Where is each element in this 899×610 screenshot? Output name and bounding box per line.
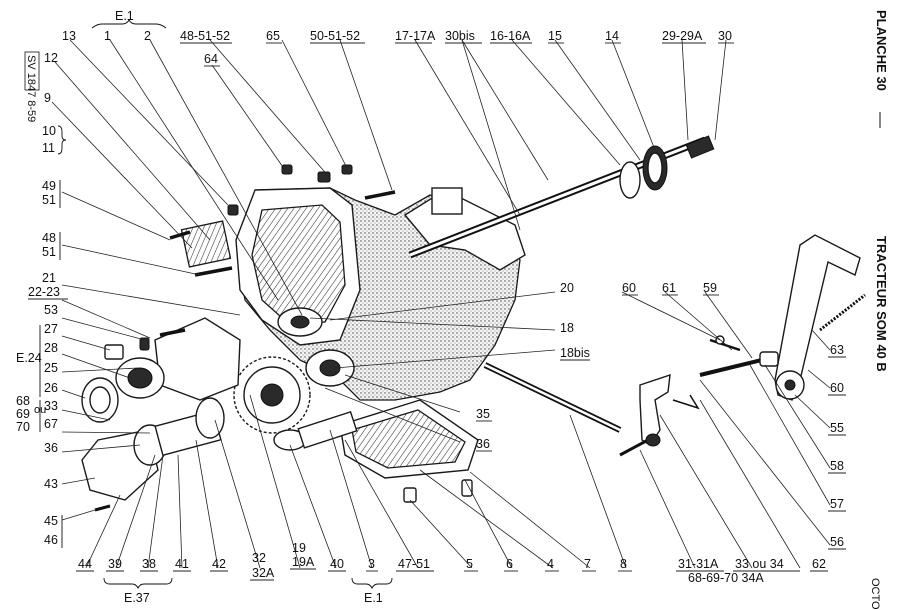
label-30bis: 30bis — [445, 29, 475, 43]
label-33-ou-34: 33 ou 34 — [735, 557, 784, 571]
label-31-31a: 31-31A — [678, 557, 719, 571]
label-67: 67 — [44, 417, 58, 431]
label-70: 70 — [16, 420, 30, 434]
label-6: 6 — [506, 557, 513, 571]
label-14: 14 — [605, 29, 619, 43]
label-7: 7 — [584, 557, 591, 571]
sheet-subtitle: TRACTEUR SOM 40 B — [874, 236, 889, 372]
label-13: 13 — [62, 29, 76, 43]
label-32a: 32A — [252, 566, 275, 580]
label-45: 45 — [44, 514, 58, 528]
label-44: 44 — [78, 557, 92, 571]
left-side-assembly — [81, 220, 241, 501]
label-30: 30 — [718, 29, 732, 43]
label-25: 25 — [44, 361, 58, 375]
label-41: 41 — [175, 557, 189, 571]
sheet-corner-text: OCTO 1re E — [869, 578, 881, 610]
sheet-title: PLANCHE 30 — [874, 10, 889, 91]
label-21: 21 — [42, 271, 56, 285]
label-55: 55 — [830, 421, 844, 435]
label-32: 32 — [252, 551, 266, 565]
part-labels: E.1 1 2 13 12 9 10 11 49 51 48 51 21 22-… — [16, 9, 846, 605]
label-e37: E.37 — [124, 591, 150, 605]
label-8: 8 — [620, 557, 627, 571]
label-1: 1 — [104, 29, 111, 43]
bolts-and-fasteners — [94, 164, 473, 512]
pedal-assembly — [619, 234, 866, 457]
label-51b: 51 — [42, 245, 56, 259]
label-e24: E.24 — [16, 351, 42, 365]
label-43: 43 — [44, 477, 58, 491]
label-3: 3 — [368, 557, 375, 571]
label-27: 27 — [44, 322, 58, 336]
label-48-51-52: 48-51-52 — [180, 29, 230, 43]
gear-assembly — [233, 356, 358, 451]
label-61: 61 — [662, 281, 676, 295]
label-39: 39 — [108, 557, 122, 571]
label-56: 56 — [830, 535, 844, 549]
label-16-16a: 16-16A — [490, 29, 531, 43]
label-18bis: 18bis — [560, 346, 590, 360]
label-69: 69 — [16, 407, 30, 421]
sheet-stamp-text: SV 1847 8-59 — [25, 55, 37, 122]
label-28: 28 — [44, 341, 58, 355]
label-9: 9 — [44, 91, 51, 105]
sheet-stamp: SV 1847 8-59 — [24, 51, 40, 122]
label-2: 2 — [144, 29, 151, 43]
label-4: 4 — [547, 557, 554, 571]
leader-lines — [51, 39, 831, 569]
label-20: 20 — [560, 281, 574, 295]
label-19a: 19A — [292, 555, 315, 569]
label-e1-top: E.1 — [115, 9, 134, 23]
label-62: 62 — [812, 557, 826, 571]
shift-rod — [483, 362, 622, 433]
label-65: 65 — [266, 29, 280, 43]
label-47-51: 47-51 — [398, 557, 430, 571]
label-46: 46 — [44, 533, 58, 547]
label-18: 18 — [560, 321, 574, 335]
label-59: 59 — [703, 281, 717, 295]
label-5: 5 — [466, 557, 473, 571]
label-10: 10 — [42, 124, 56, 138]
label-64: 64 — [204, 52, 218, 66]
sheet-corner: OCTO 1re E — [869, 578, 881, 610]
label-22-23: 22-23 — [28, 285, 60, 299]
label-48: 48 — [42, 231, 56, 245]
label-38: 38 — [142, 557, 156, 571]
label-36-right: 36 — [476, 437, 490, 451]
sheet-title-text: PLANCHE 30 — [874, 10, 889, 91]
label-15: 15 — [548, 29, 562, 43]
label-11: 11 — [42, 141, 55, 155]
main-shaft — [408, 135, 715, 259]
label-60-top: 60 — [622, 281, 636, 295]
label-35: 35 — [476, 407, 490, 421]
label-68: 68 — [16, 394, 30, 408]
label-e1-bottom: E.1 — [364, 591, 383, 605]
label-40: 40 — [330, 557, 344, 571]
label-51a: 51 — [42, 193, 56, 207]
label-17-17a: 17-17A — [395, 29, 436, 43]
label-58: 58 — [830, 459, 844, 473]
label-29-29a: 29-29A — [662, 29, 703, 43]
label-60-right: 60 — [830, 381, 844, 395]
label-49: 49 — [42, 179, 56, 193]
label-12: 12 — [44, 51, 58, 65]
label-53: 53 — [44, 303, 58, 317]
label-50-51-52: 50-51-52 — [310, 29, 360, 43]
label-33: 33 — [44, 399, 58, 413]
label-36-left: 36 — [44, 441, 58, 455]
label-63: 63 — [830, 343, 844, 357]
label-57: 57 — [830, 497, 844, 511]
label-68-69-70-34a: 68-69-70 34A — [688, 571, 764, 585]
label-19: 19 — [292, 541, 306, 555]
label-42: 42 — [212, 557, 226, 571]
sheet-subtitle-text: TRACTEUR SOM 40 B — [874, 236, 889, 372]
label-26: 26 — [44, 381, 58, 395]
